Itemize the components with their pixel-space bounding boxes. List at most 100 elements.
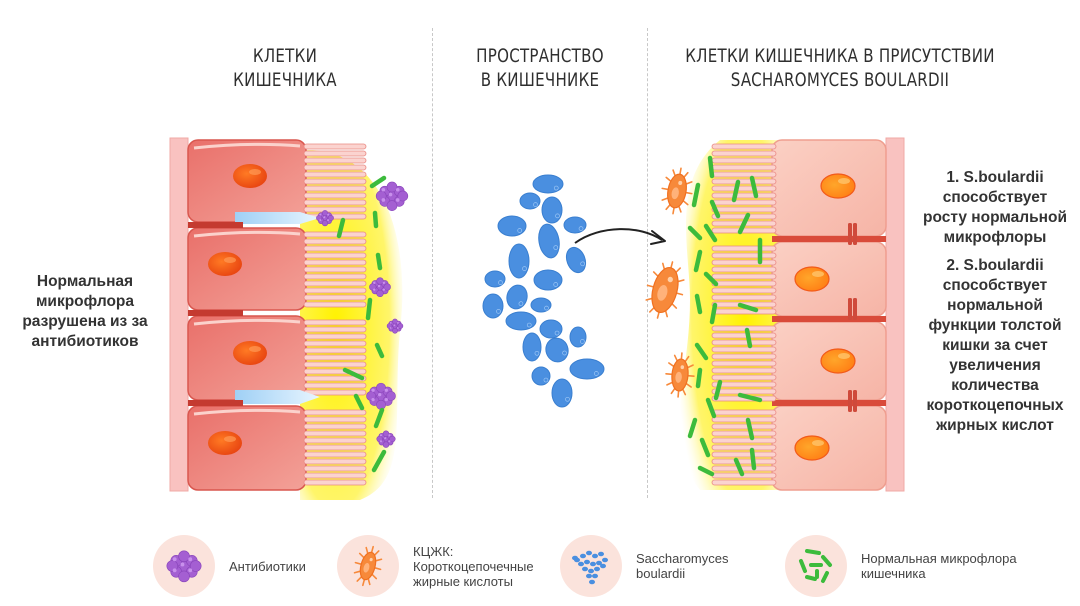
microvillus xyxy=(303,199,367,206)
microvillus xyxy=(303,479,367,486)
microvillus xyxy=(303,266,367,273)
green-bacterium xyxy=(805,549,821,555)
flagellum xyxy=(645,297,653,301)
antibiotic-shine xyxy=(377,284,381,288)
green-bacterium xyxy=(805,575,817,581)
antibiotic-shine xyxy=(319,213,322,216)
flagellum xyxy=(683,171,689,179)
antibiotic-shine xyxy=(382,281,386,285)
green-bacterium xyxy=(737,302,759,313)
yeast-cell xyxy=(598,551,604,557)
flagellum xyxy=(661,187,669,191)
yeast-body xyxy=(569,358,605,380)
note-line: 2. S.boulardii xyxy=(946,257,1044,274)
microvillus xyxy=(303,361,367,368)
microvillus xyxy=(711,423,777,430)
green-bacterium xyxy=(733,457,745,477)
green-bacterium xyxy=(731,179,741,203)
cell-highlight xyxy=(193,230,301,238)
cell-junction xyxy=(188,400,243,406)
flagellum xyxy=(353,570,362,574)
flagellum xyxy=(354,561,363,565)
microvillus xyxy=(711,430,777,437)
microvillus xyxy=(303,458,367,465)
nucleus xyxy=(208,431,242,455)
antibiotic-cluster-icon xyxy=(386,318,404,334)
microvillus xyxy=(711,458,777,465)
yeast-body xyxy=(551,378,573,408)
microvillus xyxy=(711,178,777,185)
right-note-1: 1. S.boulardii способствует росту нормал… xyxy=(910,168,1080,248)
note-line: микрофлора xyxy=(35,293,135,310)
microvillus xyxy=(303,444,367,451)
flagellum xyxy=(665,176,672,183)
yeast-cell xyxy=(508,243,530,279)
microvillus xyxy=(303,326,367,333)
heading-line: КЛЕТКИ xyxy=(252,45,318,67)
yeast-cell xyxy=(531,366,551,386)
green-bacterium xyxy=(694,293,703,315)
yeast-scar xyxy=(526,322,532,328)
antibiotic-shine xyxy=(172,557,177,562)
nucleus xyxy=(820,173,856,199)
microvillus xyxy=(303,287,367,294)
yeast-body xyxy=(569,326,587,348)
note-line: росту нормальной xyxy=(923,209,1067,226)
microvillus xyxy=(711,259,777,266)
green-bacterium xyxy=(745,417,755,441)
yeast-scar xyxy=(534,350,540,356)
microvillus xyxy=(711,280,777,287)
flagellum xyxy=(367,577,371,586)
microvillus xyxy=(711,245,777,252)
flagellum xyxy=(371,573,378,580)
flagellum xyxy=(670,261,674,269)
yeast-scar xyxy=(555,213,560,219)
note-line: короткоцепочных xyxy=(926,397,1064,414)
note-line: Нормальная xyxy=(36,273,134,290)
microvillus xyxy=(711,150,777,157)
yeast-cell xyxy=(584,559,590,565)
green-bacterium xyxy=(373,407,385,429)
yeast-scar xyxy=(517,228,523,233)
microvillus xyxy=(303,259,367,266)
bacterium-shine xyxy=(680,365,685,370)
antibiotic-shine xyxy=(188,557,193,562)
antibiotic-shine xyxy=(393,324,396,327)
legend-item-saccharomyces: Saccharomyces boulardii xyxy=(560,535,728,597)
microvillus xyxy=(303,164,367,171)
yeast-scar xyxy=(498,280,503,285)
flagellum xyxy=(685,382,692,388)
left-tissue xyxy=(169,137,409,500)
nucleus xyxy=(794,435,830,461)
flagellum xyxy=(666,381,674,386)
microvillus xyxy=(303,252,367,259)
yeast-scar xyxy=(543,377,549,383)
antibiotic-bead xyxy=(392,318,398,325)
yeast-cell xyxy=(563,216,587,234)
nucleus xyxy=(233,341,267,365)
note-line: 1. S.boulardii xyxy=(946,169,1044,186)
microvillus xyxy=(711,465,777,472)
legend-label: КЦЖК: Короткоцепочечные жирные кислоты xyxy=(413,543,534,589)
antibiotic-shine xyxy=(384,388,388,392)
flagellum xyxy=(356,576,363,582)
microvillus xyxy=(303,280,367,287)
yeast-cell xyxy=(522,332,542,362)
microvillus xyxy=(711,416,777,423)
antibiotic-shine xyxy=(389,321,392,324)
microvillus xyxy=(711,339,777,346)
microvillus xyxy=(711,367,777,374)
microvillus xyxy=(303,150,367,157)
green-bacterium xyxy=(365,297,373,321)
flagellum xyxy=(662,262,666,271)
cell-highlight xyxy=(193,408,301,416)
damaged-junction xyxy=(235,390,320,404)
nucleus xyxy=(208,252,242,276)
antibiotic-shine xyxy=(188,568,193,573)
left-note: Нормальная микрофлора разрушена из за ан… xyxy=(0,272,170,352)
antibiotic-bead xyxy=(189,560,202,572)
flagellum xyxy=(686,364,694,369)
microvillus xyxy=(303,294,367,301)
tight-junction xyxy=(848,223,852,245)
yeast-scar xyxy=(594,371,599,376)
